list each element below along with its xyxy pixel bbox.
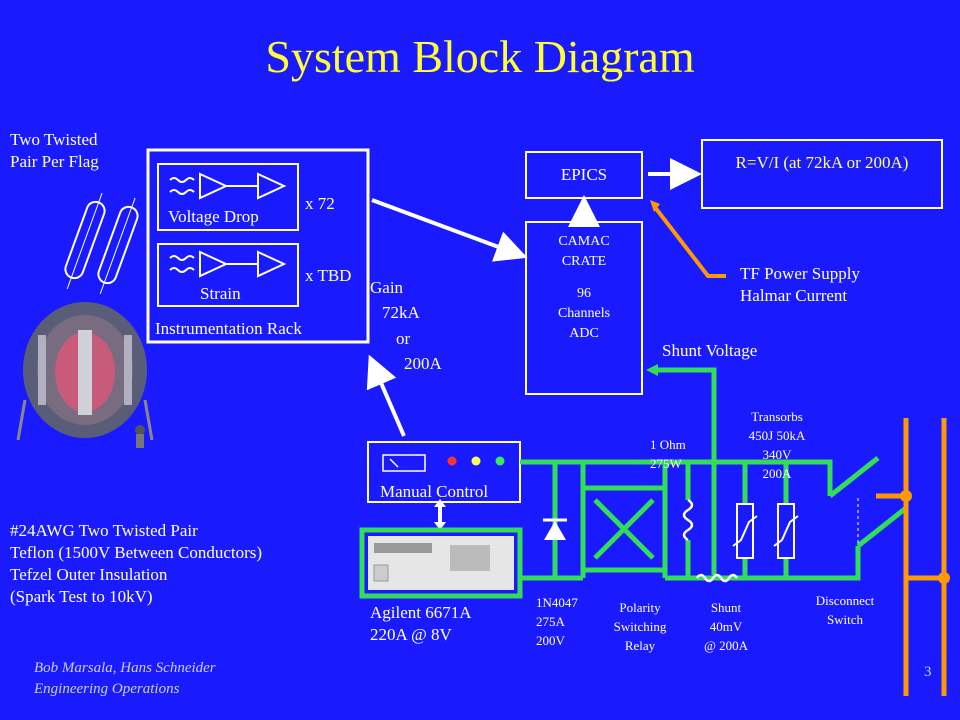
manual-control-to-rack-arrow <box>366 354 406 437</box>
tokamak-illustration <box>16 302 154 448</box>
tf-supply-label: TF Power Supply Halmar Current <box>740 264 860 305</box>
disconnect-label: Disconnect Switch <box>815 593 875 627</box>
strain-box <box>157 243 299 307</box>
red-indicator-icon <box>447 456 457 466</box>
shunt-icon <box>695 573 739 583</box>
strain-amplifier-icon <box>169 250 287 278</box>
camac-label: CAMAC CRATE 96 Channels ADC <box>557 234 611 341</box>
tf-bus-bars <box>876 418 947 696</box>
disconnect-switch-icon <box>828 456 908 548</box>
diode-label: 1N4047 275A 200V <box>536 595 578 648</box>
strain-count: x TBD <box>305 266 352 285</box>
strain-label: Strain <box>200 284 241 303</box>
resistor-icon <box>682 498 694 542</box>
voltage-drop-box <box>157 163 299 231</box>
page-number: 3 <box>924 664 932 680</box>
formula-box <box>701 139 943 209</box>
twisted-pair-flag-icon <box>64 192 139 295</box>
agilent-label: Agilent 6671A 220A @ 8V <box>370 603 472 644</box>
rack-label: Instrumentation Rack <box>155 319 302 338</box>
manual-control-label: Manual Control <box>380 482 489 501</box>
relay-label: Polarity Switching Relay <box>613 600 667 653</box>
gain-label-1: 72kA <box>382 303 420 322</box>
transorbs-label: Transorbs 450J 50kA 340V 200A <box>748 409 806 481</box>
diode-icon <box>543 518 567 540</box>
agilent-frame <box>359 527 523 599</box>
formula-text: R=V/I (at 72kA or 200A) <box>735 153 909 172</box>
yellow-indicator-icon <box>471 456 481 466</box>
shunt-voltage-label: Shunt Voltage <box>662 341 758 360</box>
amplifier-icon <box>169 172 287 200</box>
rack-to-camac-arrow <box>371 198 528 262</box>
voltage-drop-count: x 72 <box>305 194 335 213</box>
flag-note: Two Twisted Pair Per Flag <box>10 130 99 171</box>
epics-label: EPICS <box>560 165 608 184</box>
gain-label-2: or <box>396 329 411 348</box>
manual-control-box <box>367 441 521 503</box>
relay-icon <box>580 485 668 573</box>
cable-spec: #24AWG Two Twisted Pair Teflon (1500V Be… <box>10 521 263 606</box>
green-indicator-icon <box>495 456 505 466</box>
voltage-drop-label: Voltage Drop <box>168 207 259 226</box>
gain-label-3: 200A <box>404 354 442 373</box>
tf-power-supply-line <box>652 204 726 278</box>
resistor-label: 1 Ohm 275W <box>650 437 686 471</box>
transorb-icon <box>732 503 799 559</box>
instrumentation-rack <box>146 148 370 344</box>
control-knob-icon <box>389 458 399 468</box>
shunt-label: Shunt 40mV @ 200A <box>703 600 749 653</box>
page-title: System Block Diagram <box>265 31 695 82</box>
gain-label-0: Gain <box>370 278 404 297</box>
footer-authors: Bob Marsala, Hans Schneider Engineering … <box>34 660 216 697</box>
